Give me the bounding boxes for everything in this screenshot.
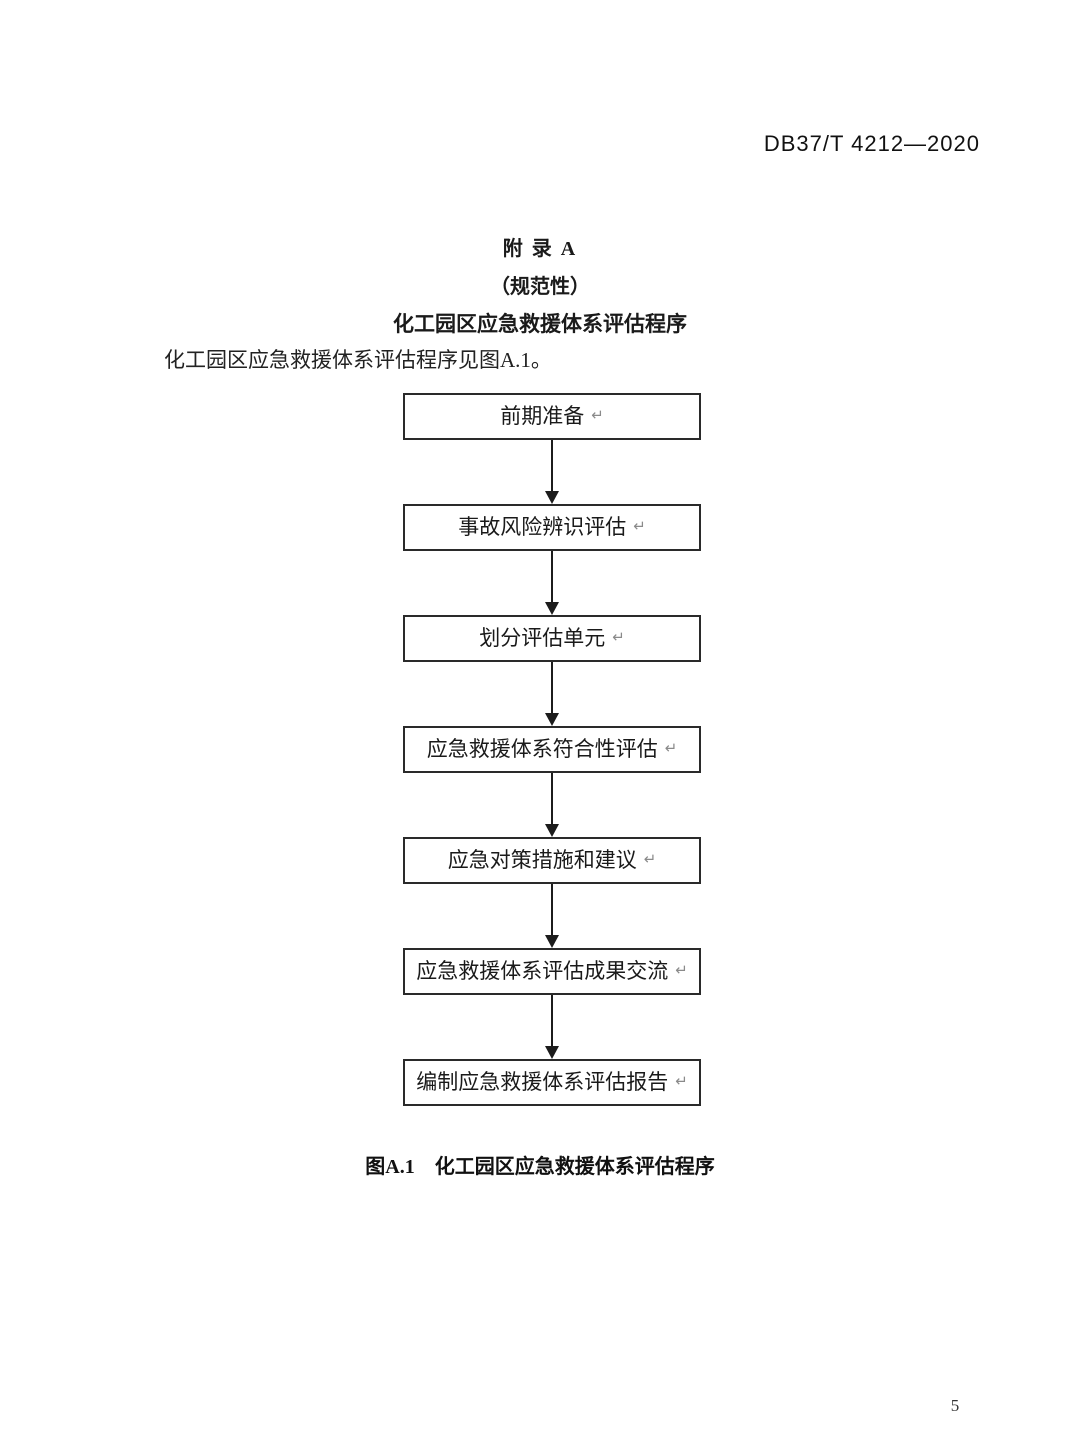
paragraph-return-mark: ↵ [664,738,678,757]
flow-step-label: 事故风险辨识评估 [458,514,627,539]
flow-step-label: 应急救援体系符合性评估 [426,736,658,761]
arrow-shaft [551,995,553,1046]
appendix-subtitle: 化工园区应急救援体系评估程序 [393,312,687,336]
paragraph-return-mark: ↵ [633,516,646,535]
flow-step-label: 编制应急救援体系评估报告 [416,1069,669,1094]
flow-step-label: 应急对策措施和建议 [447,847,637,872]
down-arrow [545,440,559,504]
arrow-head [545,491,559,504]
arrow-head [545,824,559,837]
figure-caption: 图A.1 化工园区应急救援体系评估程序 [365,1156,715,1178]
paragraph-return-mark: ↵ [675,960,688,979]
arrow-shaft [551,773,553,824]
flow-step-label: 应急救援体系评估成果交流 [416,958,669,983]
flow-step-preparation: 前期准备 ↵ [403,393,701,440]
paragraph-return-mark: ↵ [675,1071,688,1090]
evaluation-procedure-flowchart: 前期准备 ↵ 事故风险辨识评估 ↵ 划分评估单元 ↵ 应急救援体系符合性评估 ↵ [403,393,701,1106]
flow-step-label: 前期准备 [500,403,585,428]
flow-step-results-exchange: 应急救援体系评估成果交流 ↵ [403,948,701,995]
arrow-shaft [551,440,553,491]
flow-step-label: 划分评估单元 [479,625,606,650]
arrow-head [545,713,559,726]
arrow-head [545,935,559,948]
paragraph-return-mark: ↵ [612,627,625,646]
arrow-head [545,1046,559,1059]
arrow-shaft [551,551,553,602]
flow-step-report-compilation: 编制应急救援体系评估报告 ↵ [403,1059,701,1106]
arrow-shaft [551,884,553,935]
intro-paragraph: 化工园区应急救援体系评估程序见图A.1。 [164,348,552,372]
arrow-head [545,602,559,615]
down-arrow [545,551,559,615]
flow-step-countermeasures: 应急对策措施和建议 ↵ [403,837,701,884]
flow-step-risk-identification: 事故风险辨识评估 ↵ [403,504,701,551]
paragraph-return-mark: ↵ [643,849,657,868]
page-number: 5 [950,1396,960,1415]
standard-number-header: DB37/T 4212—2020 [763,131,980,156]
down-arrow [545,995,559,1059]
appendix-title-block: 附 录 A （规范性） 化工园区应急救援体系评估程序 [0,232,1080,338]
flow-step-unit-division: 划分评估单元 ↵ [403,615,701,662]
paragraph-return-mark: ↵ [591,405,604,424]
down-arrow [545,884,559,948]
down-arrow [545,662,559,726]
appendix-normative-label: （规范性） [490,276,590,298]
down-arrow [545,773,559,837]
appendix-title: 附 录 A [502,238,578,260]
arrow-shaft [551,662,553,713]
flow-step-conformity-evaluation: 应急救援体系符合性评估 ↵ [403,726,701,773]
